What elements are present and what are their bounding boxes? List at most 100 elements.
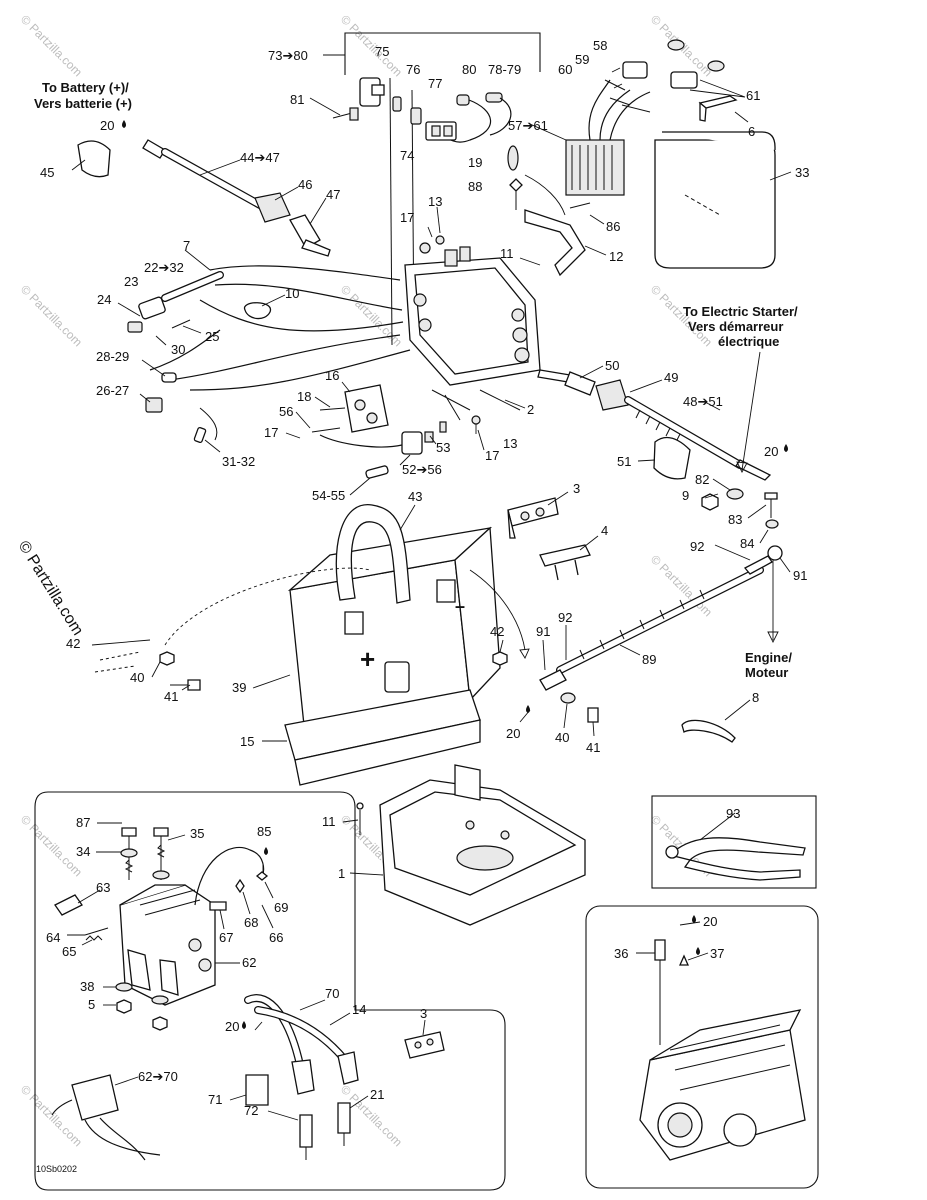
callout-label: 31-32 bbox=[222, 454, 255, 469]
drop-icon bbox=[692, 915, 696, 923]
callout-label: 91 bbox=[793, 568, 807, 583]
callout-label: 21 bbox=[370, 1087, 384, 1102]
callout-label: 33 bbox=[795, 165, 809, 180]
callout-label: 38 bbox=[80, 979, 94, 994]
callout-label: 91 bbox=[536, 624, 550, 639]
callout-label: 11 bbox=[500, 246, 514, 261]
drop-icon bbox=[696, 947, 700, 955]
callout-label: 51 bbox=[617, 454, 631, 469]
callout-label: 13 bbox=[428, 194, 442, 209]
drop-icon bbox=[264, 847, 268, 855]
callout-label: 71 bbox=[208, 1092, 222, 1107]
callout-label: 36 bbox=[614, 946, 628, 961]
watermark: © Partzilla.com bbox=[338, 12, 405, 79]
callout-label: 93 bbox=[726, 806, 740, 821]
callout-label: 37 bbox=[710, 946, 724, 961]
callout-label: 34 bbox=[76, 844, 90, 859]
battery-caption-line: To Battery (+)/ bbox=[42, 80, 129, 95]
callout-label: 56 bbox=[279, 404, 293, 419]
battery-caption-line: Vers batterie (+) bbox=[34, 96, 132, 111]
callout-label: 77 bbox=[428, 76, 442, 91]
callout-label: 92 bbox=[558, 610, 572, 625]
callout-label: 23 bbox=[124, 274, 138, 289]
callout-label: 41 bbox=[586, 740, 600, 755]
callout-label: 10 bbox=[285, 286, 299, 301]
svg-text:–: – bbox=[455, 596, 465, 616]
leader-lines bbox=[67, 67, 792, 1121]
drop-icon bbox=[242, 1021, 246, 1029]
callout-label: 43 bbox=[408, 489, 422, 504]
engine-caption-line: Engine/ bbox=[745, 650, 792, 665]
engine-caption-line: Moteur bbox=[745, 665, 788, 680]
callout-label: 92 bbox=[690, 539, 704, 554]
callout-label: 81 bbox=[290, 92, 304, 107]
callout-label: 44➔47 bbox=[240, 150, 280, 165]
callout-label: 50 bbox=[605, 358, 619, 373]
callout-label: 39 bbox=[232, 680, 246, 695]
callout-label: 5 bbox=[88, 997, 95, 1012]
parts-artwork: + – bbox=[34, 32, 819, 1191]
drop-icon bbox=[784, 444, 788, 452]
callout-label: 1 bbox=[338, 866, 345, 881]
callout-label: 16 bbox=[325, 368, 339, 383]
callout-label: 75 bbox=[375, 44, 389, 59]
callout-label: 68 bbox=[244, 915, 258, 930]
callout-label: 57➔61 bbox=[508, 118, 548, 133]
callout-label: 84 bbox=[740, 536, 754, 551]
drop-icon bbox=[526, 705, 530, 713]
callout-label: 89 bbox=[642, 652, 656, 667]
callout-label: 64 bbox=[46, 930, 60, 945]
callout-label: 45 bbox=[40, 165, 54, 180]
callout-label: 86 bbox=[606, 219, 620, 234]
callout-label: 66 bbox=[269, 930, 283, 945]
drop-icon-group bbox=[122, 120, 788, 1029]
callout-label: 22➔32 bbox=[144, 260, 184, 275]
callout-label: 25 bbox=[205, 329, 219, 344]
callout-label: 3 bbox=[573, 481, 580, 496]
watermark: © Partzilla.com bbox=[18, 812, 85, 879]
callout-label: 17 bbox=[485, 448, 499, 463]
callout-label: 82 bbox=[695, 472, 709, 487]
callout-label: 46 bbox=[298, 177, 312, 192]
callout-label: 35 bbox=[190, 826, 204, 841]
callout-label: 8 bbox=[752, 690, 759, 705]
callout-label: 67 bbox=[219, 930, 233, 945]
callout-label: 9 bbox=[682, 488, 689, 503]
drop-icon bbox=[122, 120, 126, 128]
callout-label: 74 bbox=[400, 148, 414, 163]
callout-label: 40 bbox=[555, 730, 569, 745]
drawing-code: 10Sb0202 bbox=[36, 1164, 77, 1174]
callout-label: 65 bbox=[62, 944, 76, 959]
callout-label: 20 bbox=[764, 444, 778, 459]
side-watermark: © Partzilla.com bbox=[15, 538, 87, 638]
callout-label: 7 bbox=[183, 238, 190, 253]
callout-label: 19 bbox=[468, 155, 482, 170]
callout-label: 59 bbox=[575, 52, 589, 67]
callout-label: 15 bbox=[240, 734, 254, 749]
callout-label: 72 bbox=[244, 1103, 258, 1118]
callout-label: 76 bbox=[406, 62, 420, 77]
callout-label: 54-55 bbox=[312, 488, 345, 503]
callout-labels: 73➔80 75 76 77 80 78-79 81 74 58 59 60 6… bbox=[40, 38, 809, 1118]
callout-label: 14 bbox=[352, 1002, 366, 1017]
destination-captions: To Battery (+)/ Vers batterie (+) To Ele… bbox=[34, 80, 798, 680]
watermark: © Partzilla.com bbox=[18, 282, 85, 349]
callout-label: 17 bbox=[400, 210, 414, 225]
callout-label: 3 bbox=[420, 1006, 427, 1021]
callout-label: 73➔80 bbox=[268, 48, 308, 63]
callout-label: 60 bbox=[558, 62, 572, 77]
callout-label: 80 bbox=[462, 62, 476, 77]
callout-label: 42 bbox=[66, 636, 80, 651]
callout-label: 20 bbox=[225, 1019, 239, 1034]
callout-label: 85 bbox=[257, 824, 271, 839]
callout-label: 20 bbox=[100, 118, 114, 133]
callout-label: 24 bbox=[97, 292, 111, 307]
callout-label: 70 bbox=[325, 986, 339, 1001]
callout-label: 53 bbox=[436, 440, 450, 455]
callout-label: 62 bbox=[242, 955, 256, 970]
callout-label: 20 bbox=[703, 914, 717, 929]
callout-label: 17 bbox=[264, 425, 278, 440]
callout-label: 20 bbox=[506, 726, 520, 741]
callout-label: 52➔56 bbox=[402, 462, 442, 477]
